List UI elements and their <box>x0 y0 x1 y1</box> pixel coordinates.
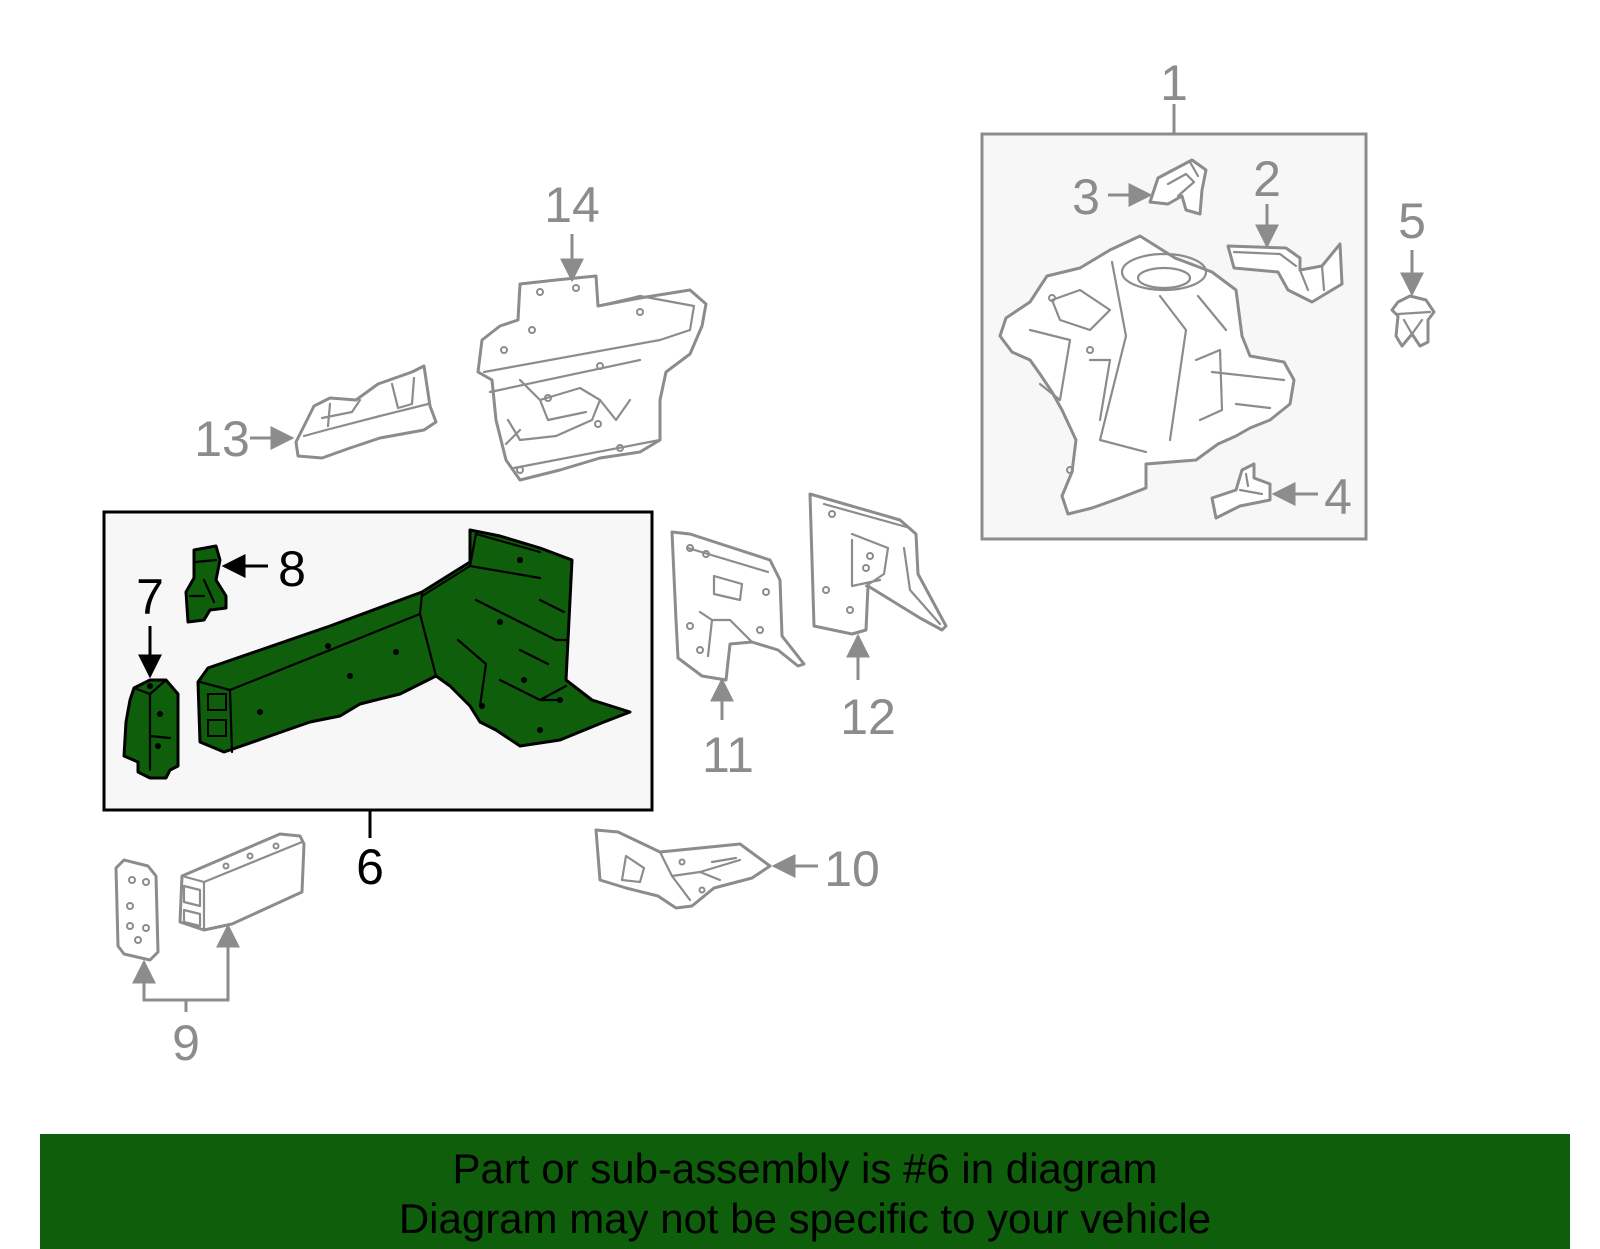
part-9-plate[interactable] <box>114 858 160 962</box>
banner-line-disclaimer: Diagram may not be specific to your vehi… <box>398 1195 1212 1242</box>
part-1-wheelhouse-assembly[interactable] <box>998 234 1296 516</box>
part-12-panel[interactable] <box>808 492 948 636</box>
callout-4: 4 <box>1324 469 1352 525</box>
part-13-reinforcement[interactable] <box>294 364 438 460</box>
callout-9: 9 <box>172 1015 200 1071</box>
callout-6: 6 <box>356 839 384 895</box>
part-6-frame-rail[interactable] <box>196 528 632 754</box>
part-8-bracket[interactable] <box>184 544 228 624</box>
part-11-panel[interactable] <box>670 530 806 682</box>
part-3-bracket[interactable] <box>1148 158 1208 216</box>
part-4-bracket[interactable] <box>1210 462 1272 520</box>
callout-10: 10 <box>824 841 880 897</box>
callout-14: 14 <box>544 177 600 233</box>
part-2-bracket[interactable] <box>1226 242 1344 304</box>
info-banner: Part or sub-assembly is #6 in diagram Di… <box>40 1134 1570 1249</box>
part-14-apron-panel[interactable] <box>476 274 708 482</box>
callout-7: 7 <box>136 569 164 625</box>
part-9-box-section[interactable] <box>178 832 306 932</box>
banner-line-part: Part or sub-assembly is #6 in diagram <box>452 1145 1158 1192</box>
part-7-reinforcement[interactable] <box>122 678 180 780</box>
part-5-clip[interactable] <box>1390 294 1436 348</box>
callout-12: 12 <box>840 689 896 745</box>
callout-2: 2 <box>1253 151 1281 207</box>
callout-13: 13 <box>194 411 250 467</box>
callout-1: 1 <box>1160 55 1188 111</box>
callout-11: 11 <box>702 727 754 783</box>
callout-8: 8 <box>278 541 306 597</box>
part-10-bracket[interactable] <box>594 828 772 910</box>
callout-3: 3 <box>1072 169 1100 225</box>
callout-5: 5 <box>1398 193 1426 249</box>
